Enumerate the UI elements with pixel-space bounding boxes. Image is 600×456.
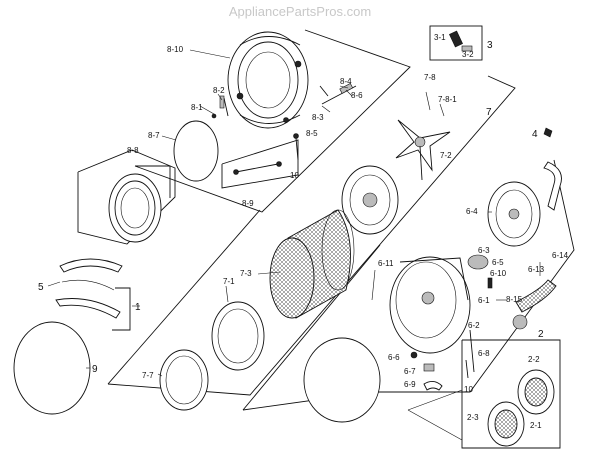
callout-8-1: 8-1: [191, 103, 203, 112]
callout-6-5: 6-5: [492, 258, 504, 267]
drum-back: [341, 165, 399, 235]
rear-seal: [303, 337, 381, 423]
callout-6-14: 6-14: [552, 251, 569, 260]
callout-7-1: 7-1: [223, 277, 235, 286]
tub-valves: [467, 254, 528, 330]
callout-6-1: 6-1: [478, 296, 490, 305]
callout-6-7: 6-7: [404, 367, 416, 376]
tub-door-ring: [108, 173, 162, 243]
callout-9: 9: [92, 364, 98, 375]
callout-6-10: 6-10: [490, 269, 507, 278]
callout-7-2: 7-2: [440, 151, 452, 160]
callout-7-7: 7-7: [142, 371, 154, 380]
callout-8-4: 8-4: [340, 77, 352, 86]
callout-2-1: 2-1: [530, 421, 542, 430]
callout-2-2: 2-2: [528, 355, 540, 364]
callout-6-11: 6-11: [378, 259, 394, 268]
drive-pulley: [487, 181, 541, 247]
callout-6-2: 6-2: [468, 321, 480, 330]
motor-parts: [487, 369, 555, 447]
callout-5: 5: [38, 282, 44, 293]
group-outlines: [77, 25, 575, 449]
door-glass: [13, 321, 91, 415]
callout-6-3: 6-3: [478, 246, 490, 255]
callout-labels: 8-10 8-2 8-1 8-4 8-6 8-3 8-5 8-7 8-8 8-9…: [38, 33, 569, 430]
callout-8-9: 8-9: [242, 199, 254, 208]
callout-3: 3: [487, 40, 493, 51]
callout-8-5: 8-5: [306, 129, 318, 138]
callout-4: 4: [532, 129, 538, 140]
callout-2: 2: [538, 329, 544, 340]
callout-10-a: 10: [290, 171, 299, 180]
callout-3-2: 3-2: [462, 50, 474, 59]
tub-rod: [233, 161, 282, 175]
callout-2-3: 2-3: [467, 413, 479, 422]
callout-8-10: 8-10: [167, 45, 184, 54]
tub-small-parts: [410, 329, 475, 391]
callout-7: 7: [486, 107, 492, 118]
sensor-parts: [449, 30, 473, 52]
callout-8-2: 8-2: [213, 86, 225, 95]
callout-6-8: 6-8: [478, 349, 490, 358]
callout-6-13: 6-13: [528, 265, 545, 274]
callout-1: 1: [135, 302, 141, 313]
clip-part: [543, 127, 553, 138]
callout-7-8: 7-8: [424, 73, 436, 82]
outer-tub-front: [227, 31, 309, 129]
tub-hardware: [211, 83, 357, 161]
callout-8-15: 8-15: [506, 295, 523, 304]
callout-7-8-1: 7-8-1: [438, 95, 457, 104]
callout-8-3: 8-3: [312, 113, 324, 122]
callout-8-7: 8-7: [148, 131, 160, 140]
tub-gasket: [173, 120, 219, 182]
callout-6-4: 6-4: [466, 207, 478, 216]
callout-10-b: 10: [464, 385, 473, 394]
drain-bellows: [515, 279, 557, 313]
callout-6-6: 6-6: [388, 353, 400, 362]
callout-6-9: 6-9: [404, 380, 416, 389]
leader-lines: [47, 49, 541, 377]
watermark-text: AppliancePartsPros.com: [229, 4, 371, 19]
callout-3-1: 3-1: [434, 33, 446, 42]
inner-drum: [269, 209, 355, 319]
vent-hose: [543, 161, 562, 211]
callout-8-8: 8-8: [127, 146, 139, 155]
drum-spider: [395, 119, 451, 181]
drum-balancer: [159, 349, 209, 411]
callout-8-6: 8-6: [351, 91, 363, 100]
clamp-parts: [55, 258, 123, 319]
outer-tub-rear: [389, 256, 471, 354]
drum-front-ring: [211, 301, 265, 371]
callout-7-3: 7-3: [240, 269, 252, 278]
